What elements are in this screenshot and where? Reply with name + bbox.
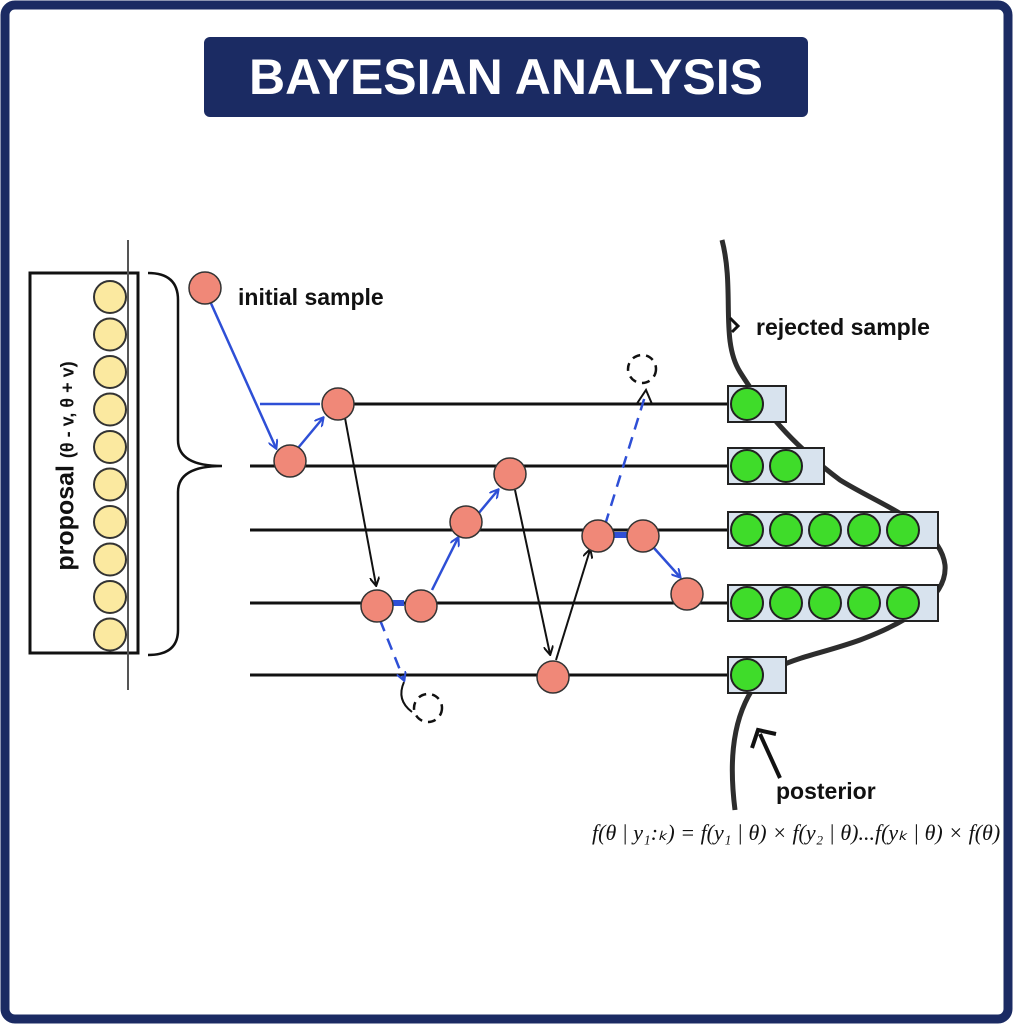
posterior-formula: f(θ | y₁:ₖ) = f(y₁ | θ) × f(y₂ | θ)...f(… — [592, 820, 1001, 845]
accepted-sample — [769, 513, 803, 547]
chain-sample — [670, 577, 704, 611]
rejected-sample-lower — [412, 692, 444, 724]
chain-sample — [360, 589, 394, 623]
rejected-pointer — [728, 316, 741, 334]
rejected-hook-lower — [400, 681, 413, 713]
chain-sample — [536, 660, 570, 694]
rejected-sample-label: rejected sample — [756, 314, 930, 340]
blue-walk-arrows — [203, 289, 680, 680]
proposal-ball — [93, 505, 127, 539]
proposal-balls — [93, 280, 127, 652]
accepted-sample — [886, 513, 920, 547]
title-banner: BAYESIAN ANALYSIS — [204, 37, 808, 117]
black-jump-arrows — [344, 387, 653, 661]
accepted-sample — [886, 586, 920, 620]
accepted-sample — [808, 586, 842, 620]
proposal-ball — [93, 617, 127, 652]
proposal-ball — [93, 467, 127, 502]
posterior-pointer-arrow — [750, 727, 782, 779]
initial-sample-label: initial sample — [238, 284, 384, 310]
accepted-sample — [730, 513, 764, 547]
proposal-ball — [93, 280, 127, 314]
chain-sample — [449, 505, 483, 539]
proposal-range: (θ - v, θ + v) — [57, 361, 78, 459]
accepted-sample — [730, 387, 764, 421]
proposal-ball — [93, 430, 127, 464]
chain-sample — [321, 387, 355, 421]
posterior-bins — [727, 385, 939, 694]
rejected-sample-upper — [626, 353, 658, 385]
accepted-sample — [730, 658, 764, 692]
chain-sample — [493, 457, 527, 491]
proposal-brace — [147, 271, 223, 657]
accepted-sample — [730, 449, 764, 483]
accepted-sample — [769, 586, 803, 620]
accepted-sample — [847, 513, 881, 547]
page-title: BAYESIAN ANALYSIS — [248, 49, 764, 105]
chain-sample — [581, 519, 615, 553]
proposal-ball — [93, 580, 127, 614]
proposal-ball — [93, 542, 127, 577]
chain-sample — [273, 444, 307, 478]
proposal-ball — [93, 317, 127, 352]
proposal-word: proposal — [51, 465, 80, 571]
accepted-sample — [847, 586, 881, 620]
accepted-sample — [769, 449, 803, 483]
samples — [188, 271, 704, 694]
accepted-sample — [730, 586, 764, 620]
chain-sample — [188, 271, 222, 305]
proposal-ball — [93, 355, 127, 389]
accepted-sample — [808, 513, 842, 547]
proposal-label: proposal (θ - v, θ + v) — [52, 361, 81, 570]
posterior-label: posterior — [776, 778, 876, 804]
chain-sample — [404, 589, 438, 623]
chain-sample — [626, 519, 660, 553]
proposal-ball — [93, 392, 127, 427]
